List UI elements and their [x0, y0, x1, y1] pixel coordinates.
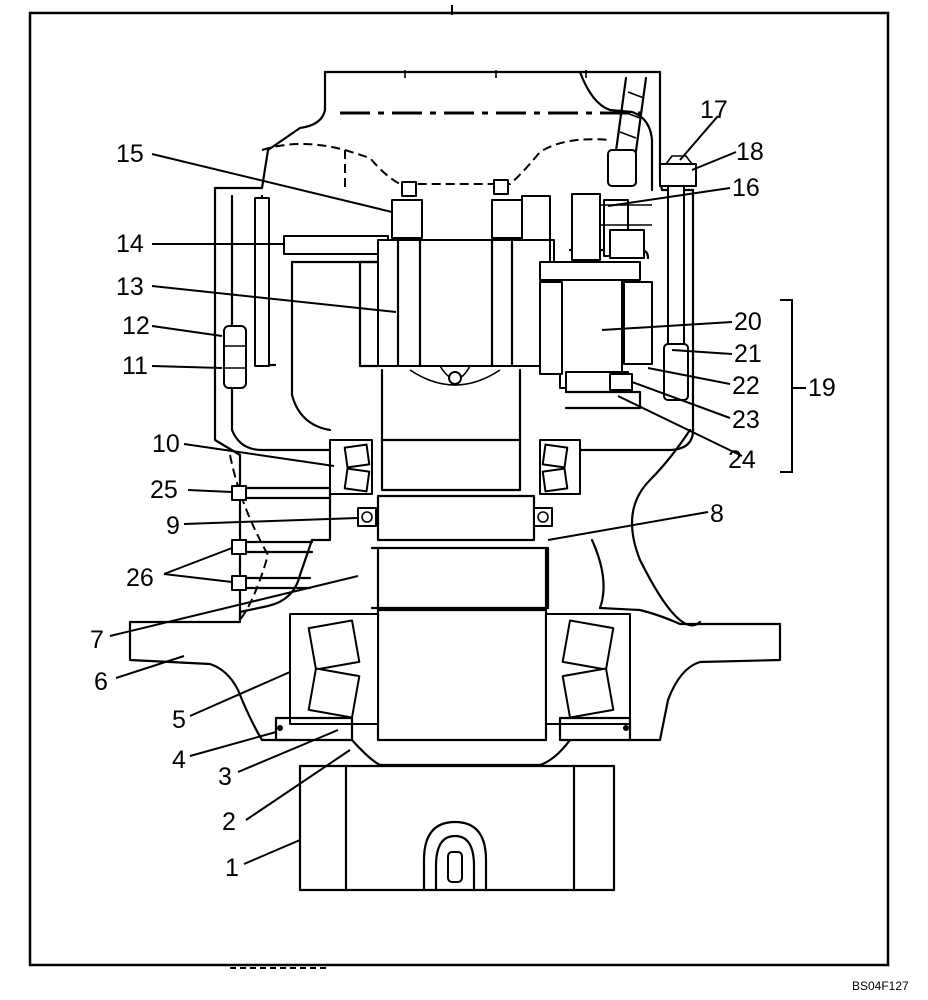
- callout-18: 18: [736, 138, 764, 166]
- callout-11: 11: [122, 352, 148, 380]
- callout-8: 8: [710, 500, 724, 528]
- planetary-stage-2-19: [539, 193, 653, 410]
- callout-2: 2: [222, 808, 236, 836]
- callout-24: 24: [728, 446, 756, 474]
- callout-4: 4: [172, 746, 186, 774]
- callout-22: 22: [732, 372, 760, 400]
- bolt-17: [659, 155, 697, 401]
- leader-lines: [109, 115, 806, 865]
- pinion-shaft: [350, 438, 572, 767]
- callout-26: 26: [126, 564, 154, 592]
- callout-3: 3: [218, 763, 232, 791]
- figure-reference: BS04F127: [852, 979, 909, 993]
- lower-housing-6: [128, 488, 782, 742]
- callout-20: 20: [734, 308, 762, 336]
- carrier-13: [358, 238, 551, 442]
- pinion-1: [298, 764, 616, 892]
- swing-motor-outline: [213, 70, 695, 622]
- bearing-10: [329, 439, 581, 495]
- callout-14: 14: [116, 230, 144, 258]
- callout-6: 6: [94, 668, 108, 696]
- drawing-frame: [28, 11, 890, 967]
- callout-5: 5: [172, 706, 186, 734]
- mounting-bolts: [231, 485, 332, 591]
- planetary-stage-1: [283, 179, 555, 265]
- callout-17: 17: [700, 96, 728, 124]
- bearing-5: [289, 613, 631, 725]
- callout-15: 15: [116, 140, 144, 168]
- callout-7: 7: [90, 626, 104, 654]
- callout-1: 1: [225, 854, 239, 882]
- callout-21: 21: [734, 340, 762, 368]
- callout-19: 19: [808, 374, 836, 402]
- callout-13: 13: [116, 273, 144, 301]
- callout-9: 9: [166, 512, 180, 540]
- oil-seal-9: [357, 507, 553, 527]
- callout-labels: 1 2 3 4 5 6 7 8 9 10 11 12 13 14 15 16 1…: [90, 96, 836, 882]
- drain-plug: [223, 325, 247, 389]
- callout-16: 16: [732, 174, 760, 202]
- callout-25: 25: [150, 476, 178, 504]
- callout-23: 23: [732, 406, 760, 434]
- callout-12: 12: [122, 312, 150, 340]
- callout-10: 10: [152, 430, 180, 458]
